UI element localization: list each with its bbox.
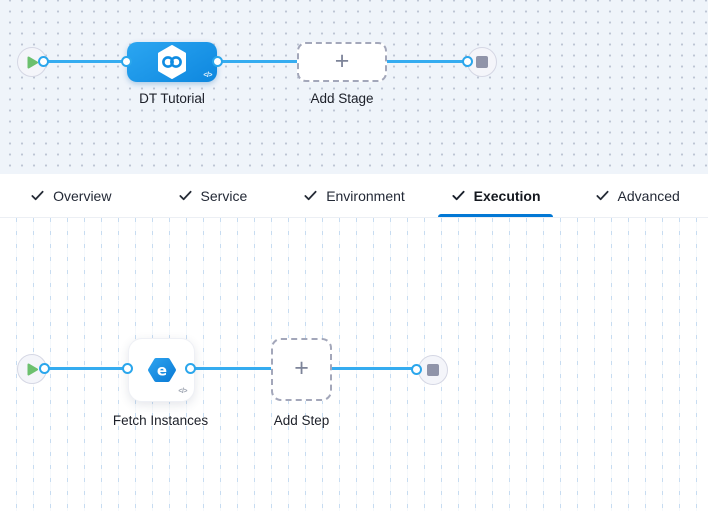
edge-port[interactable] [122,363,133,374]
tab-advanced[interactable]: Advanced [566,174,708,217]
step-node-fetch-instances[interactable]: e </> [128,338,195,402]
stage-graph-canvas[interactable]: </> + DT Tutorial Add Stage [0,0,708,174]
execution-end-node [418,355,448,385]
step-label: Fetch Instances [112,413,209,428]
add-stage-label: Add Stage [310,91,374,106]
stage-config-tabbar: Overview Service Environment Execution A… [0,174,708,218]
tab-label: Overview [53,187,112,204]
fetch-instances-icon: e [147,358,176,382]
edge-port[interactable] [38,56,49,67]
play-icon [27,56,38,68]
check-icon [179,190,192,201]
check-icon [452,190,465,201]
stage-edge-line [40,60,470,63]
code-icon[interactable]: </> [203,72,212,79]
stage-label: DT Tutorial [139,91,205,106]
edge-port[interactable] [185,363,196,374]
stop-icon [476,56,488,68]
add-stage-button[interactable]: + [297,42,387,82]
tab-label: Service [200,187,248,204]
check-icon [304,190,317,201]
play-icon [27,363,38,375]
check-icon [595,190,609,201]
edge-port[interactable] [462,56,473,67]
cd-stage-icon [158,45,186,79]
plus-icon: + [334,46,350,75]
svg-text:e: e [156,362,166,380]
tab-label: Advanced [617,187,680,204]
tab-service[interactable]: Service [142,174,284,217]
edge-port[interactable] [411,364,422,375]
execution-graph-canvas[interactable]: e </> + Fetch Instances Add Step [0,218,708,511]
add-step-label: Add Step [273,413,330,428]
tab-label: Execution [473,187,541,204]
edge-port[interactable] [39,363,50,374]
stop-icon [427,364,439,376]
tab-execution[interactable]: Execution [425,174,567,217]
edge-port[interactable] [212,56,223,67]
stage-node-dt-tutorial[interactable]: </> [127,42,217,82]
step-edge-line [40,367,420,370]
tab-label: Environment [326,187,405,204]
plus-icon: + [294,354,309,382]
edge-port[interactable] [121,56,132,67]
tab-environment[interactable]: Environment [283,174,425,217]
check-icon [31,190,44,201]
tab-overview[interactable]: Overview [0,174,142,217]
code-icon[interactable]: </> [178,388,187,395]
add-step-button[interactable]: + [271,338,332,401]
